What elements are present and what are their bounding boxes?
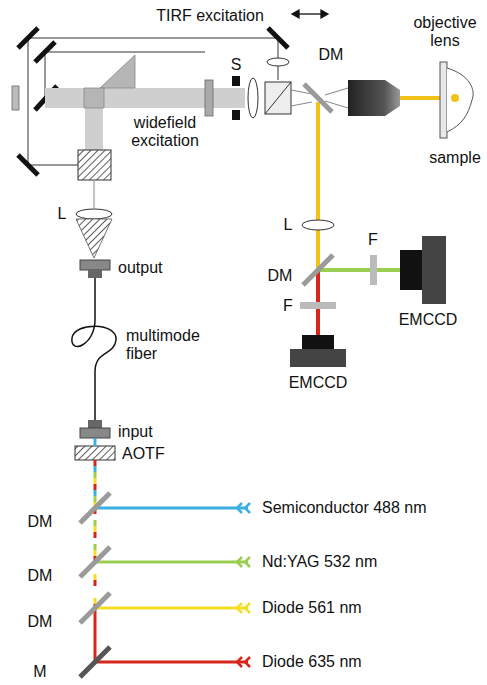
part-label: Semiconductor 488 nm [262,499,427,517]
part-label: S [231,56,242,74]
part-label: DM [28,613,53,631]
part-label: TIRF excitation [156,7,264,25]
part-label: Diode 561 nm [262,599,362,617]
part-label: output [118,259,162,277]
part-label: DM [28,513,53,531]
part-label: objective lens [407,14,483,50]
part-label: F [283,297,293,315]
part-label: widefield excitation [123,114,207,150]
part-label: sample [429,149,481,167]
translation-arrow [292,10,328,18]
part-label: L [58,205,67,223]
part-label: F [368,231,378,249]
part-label: EMCCD [399,311,458,329]
part-label: multimode fiber [126,327,210,363]
part-label: DM [268,267,293,285]
part-label: Nd:YAG 532 nm [262,553,377,571]
part-label: DM [319,46,344,64]
part-label: EMCCD [289,374,348,392]
part-label: input [118,423,153,441]
part-label: AOTF [122,445,165,463]
part-label: M [33,663,46,681]
part-label: L [284,216,293,234]
part-label: DM [28,567,53,585]
part-label: Diode 635 nm [262,653,362,671]
